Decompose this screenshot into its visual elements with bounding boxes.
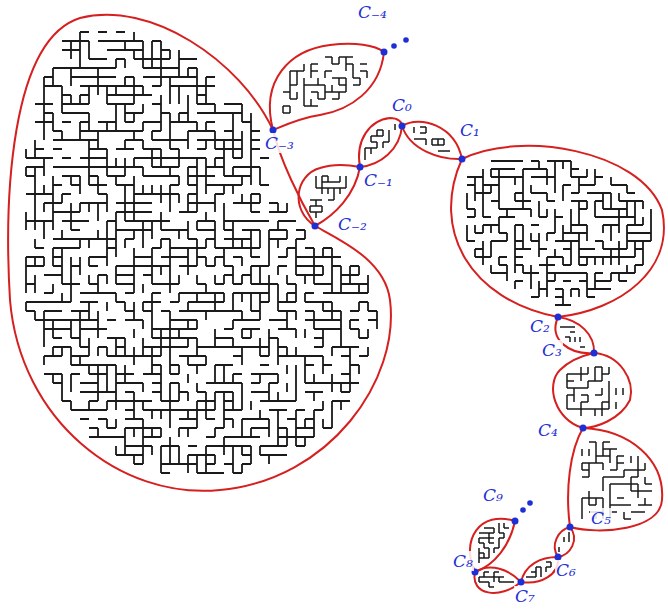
loop (553, 353, 631, 428)
point-label: C₃ (541, 340, 563, 360)
point-label: C₆ (555, 560, 577, 580)
point-label: C₇ (514, 586, 536, 606)
cluster-edges (283, 57, 367, 113)
cut-point (591, 350, 598, 357)
loop (8, 15, 391, 491)
point-label: C₉ (482, 485, 504, 505)
cut-points (270, 37, 598, 585)
red-loops (8, 15, 664, 593)
continuation-dot (527, 500, 533, 506)
point-label: C₄ (537, 420, 559, 440)
cut-point (312, 223, 319, 230)
point-label: C₈ (452, 551, 474, 571)
cluster-edges (479, 523, 509, 563)
cut-point (399, 123, 406, 130)
point-label: C₋₁ (363, 170, 394, 190)
cluster-edges (26, 32, 377, 473)
cut-point (518, 579, 525, 586)
point-label: C₋₄ (357, 2, 388, 22)
cluster-edges (526, 562, 551, 577)
cut-point (459, 156, 466, 163)
point-label: C₁ (459, 120, 481, 140)
loop (270, 44, 384, 130)
cluster-edges (479, 572, 514, 587)
cut-point (567, 524, 574, 531)
cluster-edges (467, 161, 651, 305)
loop (359, 118, 402, 167)
loop (470, 519, 515, 572)
continuation-dot (403, 37, 409, 43)
continuation-dot (520, 507, 526, 513)
loop (568, 428, 662, 530)
cut-point (381, 49, 388, 56)
cluster-edges (559, 532, 569, 552)
loop (521, 557, 558, 583)
loop (451, 146, 664, 317)
cluster-edges (310, 176, 346, 218)
cut-point (512, 518, 519, 525)
point-label: C₋₂ (337, 214, 368, 234)
point-label: C₀ (391, 95, 413, 115)
cluster-edges (567, 367, 623, 416)
percolation-clusters (26, 32, 652, 587)
cut-point (555, 314, 562, 321)
loop (555, 527, 574, 557)
point-label: C₅ (590, 508, 612, 528)
loop (402, 122, 462, 159)
continuation-dot (391, 43, 397, 49)
point-label: C₋₃ (264, 133, 295, 153)
point-label: C₂ (529, 316, 551, 336)
cut-point (580, 425, 587, 432)
